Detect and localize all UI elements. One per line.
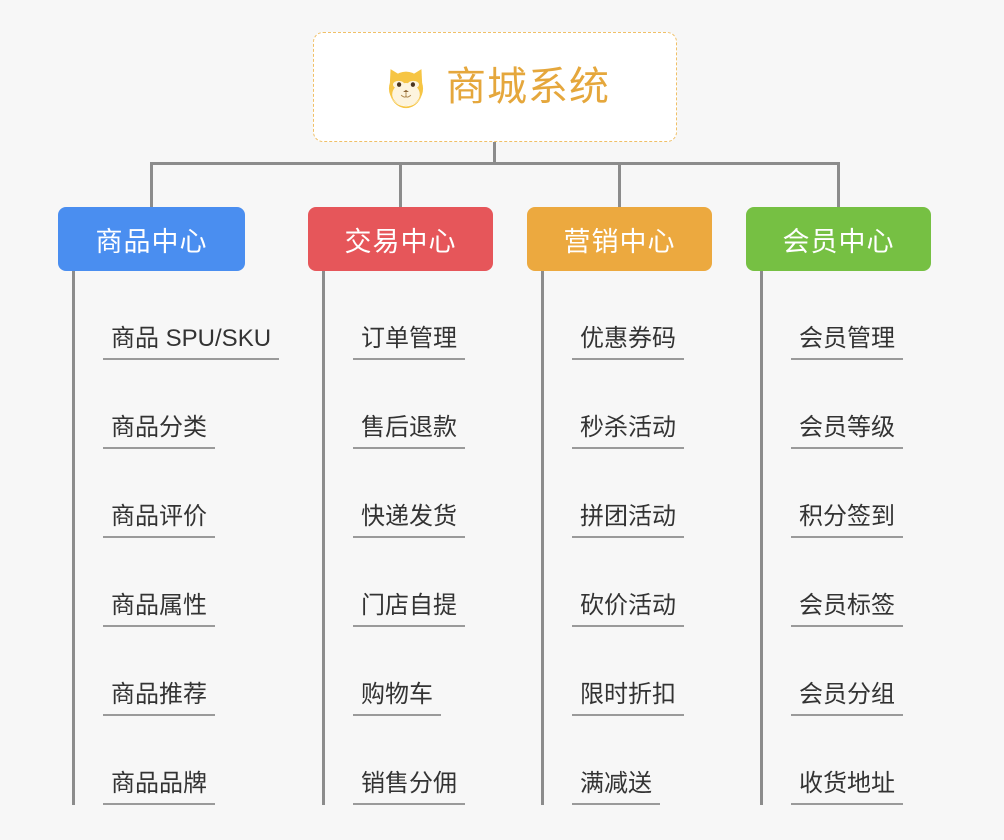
leaf-label: 购物车 [353,681,441,716]
leaf-label: 销售分佣 [353,770,465,805]
leaf-item[interactable]: 商品属性 [75,538,279,627]
leaf-label: 限时折扣 [572,681,684,716]
leaf-item[interactable]: 收货地址 [763,716,931,805]
leaf-label: 售后退款 [353,414,465,449]
branch-leaf-list-1: 订单管理 售后退款 快递发货 门店自提 购物车 销售分佣 [322,271,493,805]
leaf-label: 拼团活动 [572,503,684,538]
branch-leaf-list-2: 优惠券码 秒杀活动 拼团活动 砍价活动 限时折扣 满减送 [541,271,712,805]
branch-head-label: 会员中心 [782,226,895,257]
leaf-item[interactable]: 门店自提 [325,538,493,627]
leaf-label: 商品 SPU/SKU [103,325,280,360]
leaf-label: 商品推荐 [103,681,215,716]
leaf-item[interactable]: 商品品牌 [75,716,279,805]
leaf-label: 商品属性 [103,592,215,627]
leaf-item[interactable]: 秒杀活动 [544,360,712,449]
leaf-label: 收货地址 [791,770,903,805]
leaf-label: 快递发货 [353,503,465,538]
leaf-label: 商品品牌 [103,770,215,805]
leaf-item[interactable]: 售后退款 [325,360,493,449]
leaf-item[interactable]: 砍价活动 [544,538,712,627]
leaf-label: 会员标签 [791,592,903,627]
leaf-label: 满减送 [572,770,660,805]
leaf-item[interactable]: 商品分类 [75,360,279,449]
leaf-item[interactable]: 商品 SPU/SKU [75,271,280,360]
leaf-item[interactable]: 订单管理 [325,271,493,360]
leaf-label: 订单管理 [353,325,465,360]
leaf-label: 会员分组 [791,681,903,716]
branch-head-1[interactable]: 交易中心 [308,207,493,271]
branch-leaf-list-3: 会员管理 会员等级 积分签到 会员标签 会员分组 收货地址 [760,271,931,805]
branch-leaf-list-0: 商品 SPU/SKU 商品分类 商品评价 商品属性 商品推荐 商品品牌 [72,271,280,805]
branch-head-0[interactable]: 商品中心 [58,207,245,271]
connector-to-branch-1 [399,162,402,208]
branch-head-label: 营销中心 [563,226,676,257]
branch-head-2[interactable]: 营销中心 [527,207,712,271]
leaf-label: 商品评价 [103,503,215,538]
connector-to-branch-3 [837,162,840,208]
leaf-label: 秒杀活动 [572,414,684,449]
leaf-item[interactable]: 销售分佣 [325,716,493,805]
leaf-label: 积分签到 [791,503,903,538]
root-node[interactable]: 商城系统 [313,32,677,142]
branch-head-label: 商品中心 [95,226,208,257]
leaf-label: 优惠券码 [572,325,684,360]
leaf-item[interactable]: 购物车 [325,627,493,716]
leaf-item[interactable]: 会员管理 [763,271,931,360]
branch-column-3: 会员中心 会员管理 会员等级 积分签到 会员标签 会员分组 收货地址 [746,207,931,805]
leaf-item[interactable]: 快递发货 [325,449,493,538]
leaf-item[interactable]: 拼团活动 [544,449,712,538]
branch-head-3[interactable]: 会员中心 [746,207,931,271]
connector-to-branch-0 [150,162,153,208]
leaf-label: 砍价活动 [572,592,684,627]
leaf-label: 门店自提 [353,592,465,627]
connector-horizontal-bus [150,162,840,165]
branch-column-2: 营销中心 优惠券码 秒杀活动 拼团活动 砍价活动 限时折扣 满减送 [527,207,712,805]
leaf-item[interactable]: 会员等级 [763,360,931,449]
leaf-label: 会员等级 [791,414,903,449]
leaf-item[interactable]: 限时折扣 [544,627,712,716]
branch-column-0: 商品中心 商品 SPU/SKU 商品分类 商品评价 商品属性 商品推荐 商品品牌 [58,207,280,805]
leaf-item[interactable]: 商品评价 [75,449,279,538]
leaf-item[interactable]: 会员分组 [763,627,931,716]
root-title: 商城系统 [446,65,610,109]
branch-column-1: 交易中心 订单管理 售后退款 快递发货 门店自提 购物车 销售分佣 [308,207,493,805]
connector-root-stem [493,142,496,165]
leaf-label: 会员管理 [791,325,903,360]
connector-to-branch-2 [618,162,621,208]
leaf-item[interactable]: 商品推荐 [75,627,279,716]
leaf-label: 商品分类 [103,414,215,449]
leaf-item[interactable]: 满减送 [544,716,712,805]
leaf-item[interactable]: 积分签到 [763,449,931,538]
shiba-dog-face-icon [388,69,424,109]
branch-head-label: 交易中心 [344,226,457,257]
leaf-item[interactable]: 优惠券码 [544,271,712,360]
leaf-item[interactable]: 会员标签 [763,538,931,627]
